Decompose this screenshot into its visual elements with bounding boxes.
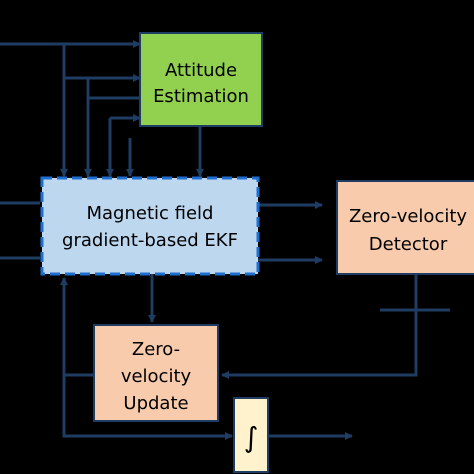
detector-to-update-arrow (221, 274, 418, 379)
integrator-block: ∫ (233, 397, 269, 473)
connections (0, 40, 450, 440)
detector-label-line1: Zero-velocity (349, 206, 467, 227)
detector-box (336, 180, 474, 275)
attitude-label-line1: Attitude (165, 60, 237, 81)
integral-symbol: ∫ (244, 421, 259, 454)
update-box (93, 324, 219, 422)
attitude-box (139, 32, 263, 127)
zero-velocity-detector-block: Zero-velocity Detector (336, 180, 474, 275)
ekf-label-line1: Magnetic field (87, 203, 214, 224)
ekf-label-line2: gradient-based EKF (62, 230, 238, 251)
update-label-line2: velocity (121, 366, 192, 387)
attitude-estimation-block: Attitude Estimation (139, 32, 263, 127)
to-integrator-arrow (62, 375, 233, 440)
zero-velocity-update-block: Zero- velocity Update (93, 324, 219, 422)
update-label-line1: Zero- (132, 339, 180, 360)
update-feedback-arrow (60, 277, 94, 377)
integrator-box (233, 397, 269, 473)
update-label-line3: Update (123, 393, 188, 414)
ekf-box (40, 176, 260, 276)
detector-label-line2: Detector (369, 234, 448, 255)
ekf-block: Magnetic field gradient-based EKF (40, 176, 260, 276)
attitude-label-line2: Estimation (153, 86, 249, 107)
